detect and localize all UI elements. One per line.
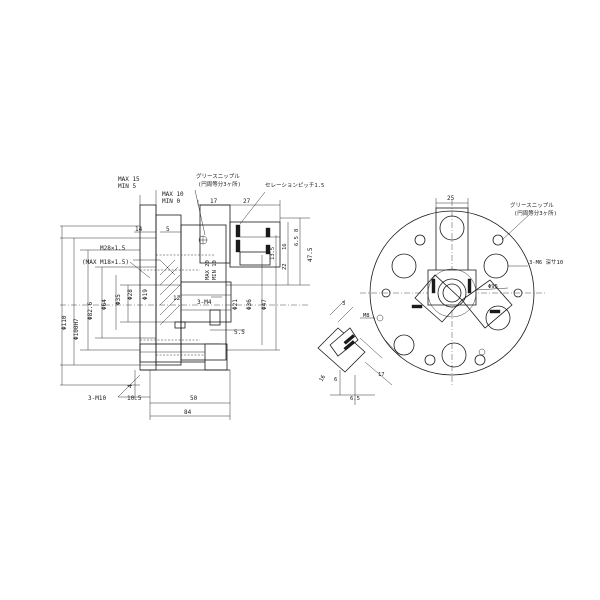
dim-4: 4 — [127, 384, 134, 388]
thread-m28-label: M28×1.5 — [100, 245, 126, 252]
detail-m8-label: M8 — [363, 313, 370, 319]
dia-64-label: Φ64 — [101, 299, 108, 310]
front-view-labels: 25 グリースニップル (円周等分3ヶ所) 3-M6 深サ10 Φ95 M8 3… — [319, 195, 564, 402]
max-20-label: MAX 20 — [205, 260, 211, 280]
dim-14: 14 — [135, 226, 143, 233]
pos-min-label: MIN 0 — [162, 198, 180, 205]
dim-50: 50 — [190, 395, 198, 402]
detail-dim-3: 3 — [342, 301, 345, 307]
tap-m4-label: 3-M4 — [197, 299, 212, 306]
detail-dim-6-5: 6.5 — [350, 396, 360, 402]
dia-19-label: Φ19 — [142, 289, 149, 300]
dim-47-5: 47.5 — [307, 247, 314, 262]
grease-nipple-label: グリースニップル — [196, 172, 240, 180]
front-tap-m6-label: 3-M6 深サ10 — [529, 258, 563, 266]
pos-max-label: MAX 10 — [162, 191, 184, 198]
dia-35-label: Φ35 — [115, 294, 122, 305]
side-view-labels: MAX 15 MIN 5 MAX 10 MIN 0 17 27 14 5 M28… — [61, 172, 324, 416]
serration-pitch-label: セレーションピッチ1.5 — [265, 182, 324, 189]
dia-36-label: Φ36 — [246, 299, 253, 310]
detail-dim-6: 6 — [334, 377, 337, 383]
side-view — [60, 189, 310, 420]
front-dim-25: 25 — [447, 195, 455, 202]
front-dia-95-label: Φ95 — [488, 284, 498, 290]
thread-m18-label: (MAX M18×1.5) — [82, 259, 129, 266]
detail-dim-16: 16 — [319, 374, 328, 383]
dim-5: 5 — [166, 226, 170, 233]
dia-82-label: Φ82.6 — [87, 302, 94, 320]
dim-10-5: 10.5 — [127, 395, 142, 402]
dim-12: 12 — [173, 295, 181, 302]
dim-13-5: 13.5 — [270, 247, 276, 260]
stroke-max-label: MAX 15 — [118, 176, 140, 183]
tap-m10-label: 3-M10 — [88, 395, 106, 402]
dim-84: 84 — [184, 409, 192, 416]
jaw-detail — [317, 299, 403, 405]
dim-5-5: 5.5 — [234, 329, 245, 336]
dim-16: 16 — [282, 243, 288, 250]
dim-6-5: 6.5 — [294, 236, 300, 246]
dim-22: 22 — [282, 263, 288, 270]
min-10-label: MIN 10 — [212, 260, 218, 280]
dia-110-label: Φ110 — [61, 315, 68, 330]
dia-28-label: Φ28 — [127, 289, 134, 300]
dim-27: 27 — [243, 198, 251, 205]
front-grease-label: グリースニップル — [510, 201, 554, 209]
dia-100-label: Φ100H7 — [73, 318, 80, 340]
dia-21-label: Φ21 — [232, 299, 239, 310]
dim-17: 17 — [210, 198, 218, 205]
dim-8: 8 — [294, 229, 300, 232]
stroke-min-label: MIN 5 — [118, 183, 136, 190]
front-view — [317, 198, 545, 405]
grease-nipple-sub-label: (円周等分3ヶ所) — [198, 180, 241, 188]
detail-dim-17: 17 — [378, 372, 385, 378]
front-grease-sub-label: (円周等分3ヶ所) — [514, 209, 557, 217]
dia-47-label: Φ47 — [261, 299, 268, 310]
